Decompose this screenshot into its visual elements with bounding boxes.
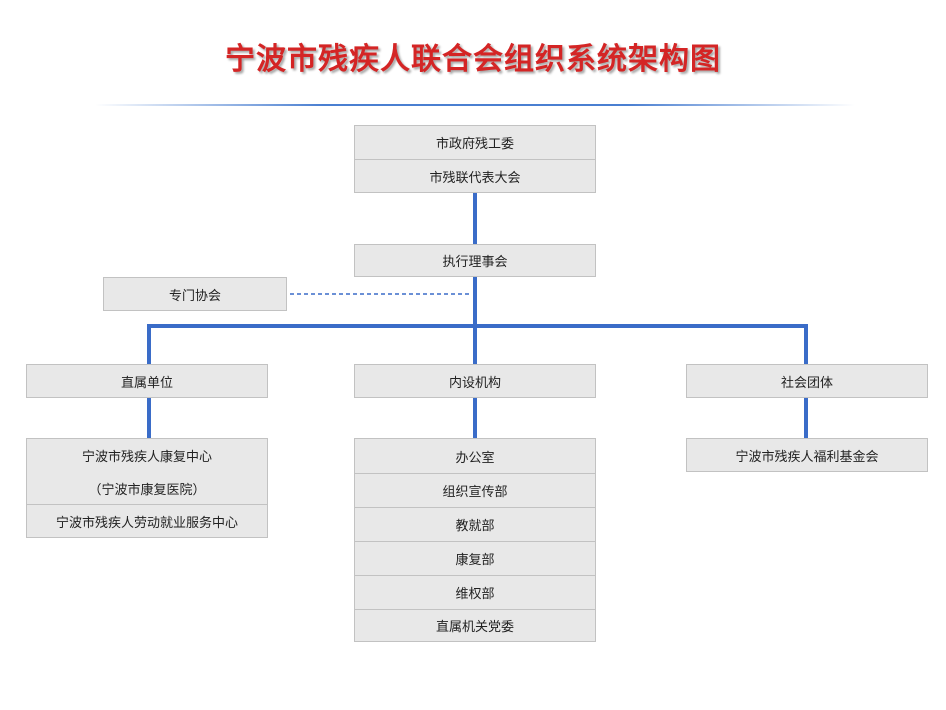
middle-units: 办公室 组织宣传部 教就部 康复部 维权部 直属机关党委	[354, 438, 596, 642]
unit-rights: 维权部	[355, 575, 595, 609]
unit-education-employment: 教就部	[355, 507, 595, 541]
left-units: 宁波市残疾人康复中心 （宁波市康复医院） 宁波市残疾人劳动就业服务中心	[26, 438, 268, 538]
title-divider	[95, 104, 855, 106]
branch-left-label: 直属单位	[26, 364, 268, 398]
unit-office: 办公室	[455, 450, 495, 466]
page-title: 宁波市残疾人联合会组织系统架构图	[225, 42, 721, 77]
unit-rehab-center: 宁波市残疾人康复中心	[81, 450, 212, 465]
unit-rehabilitation: 康复部	[355, 541, 595, 575]
top-box: 市政府残工委 市残联代表大会	[354, 125, 596, 193]
branch-right-label: 社会团体	[686, 364, 928, 398]
unit-party-committee: 直属机关党委	[355, 609, 595, 641]
branch-middle-label: 内设机构	[354, 364, 596, 398]
executive-board: 执行理事会	[354, 244, 596, 277]
unit-employment-center: 宁波市残疾人劳动就业服务中心	[27, 504, 267, 537]
unit-organization-publicity: 组织宣传部	[355, 473, 595, 507]
city-gov-disability-committee: 市政府残工委	[435, 137, 514, 152]
special-associations: 专门协会	[103, 277, 287, 311]
unit-rehab-hospital: （宁波市康复医院）	[88, 482, 206, 498]
unit-welfare-foundation: 宁波市残疾人福利基金会	[686, 438, 928, 472]
city-disabled-congress: 市残联代表大会	[355, 159, 595, 192]
